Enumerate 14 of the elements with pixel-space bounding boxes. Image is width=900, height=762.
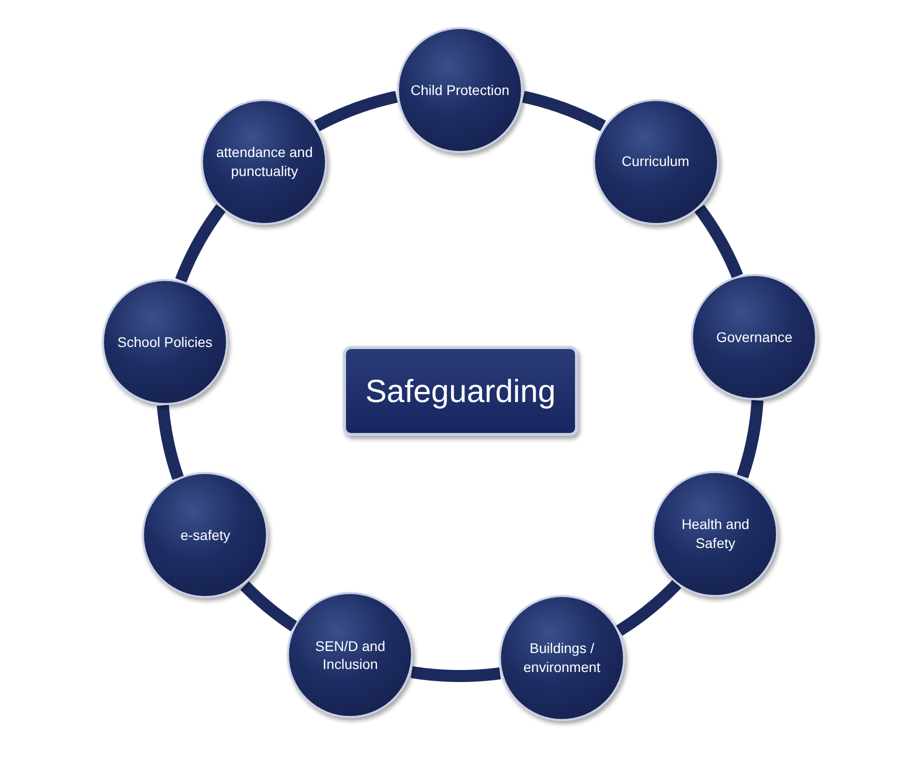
topic-label: Child Protection [410,80,510,100]
topic-label: SEN/D and Inclusion [314,636,386,674]
topic-label: School Policies [116,332,214,352]
topic-label: attendance and punctuality [215,142,314,181]
title-box [343,346,578,436]
ring-connector [239,580,300,632]
ring-connector [614,578,682,636]
topic-label: e-safety [179,526,232,545]
topic-label: Governance [715,328,794,347]
topic-label: Curriculum [620,152,690,172]
topic-label: Buildings / environment [522,639,602,678]
topic-label: Health and Safety [680,515,750,553]
ring-connector [175,202,226,286]
central-title: Safeguarding [365,372,556,410]
